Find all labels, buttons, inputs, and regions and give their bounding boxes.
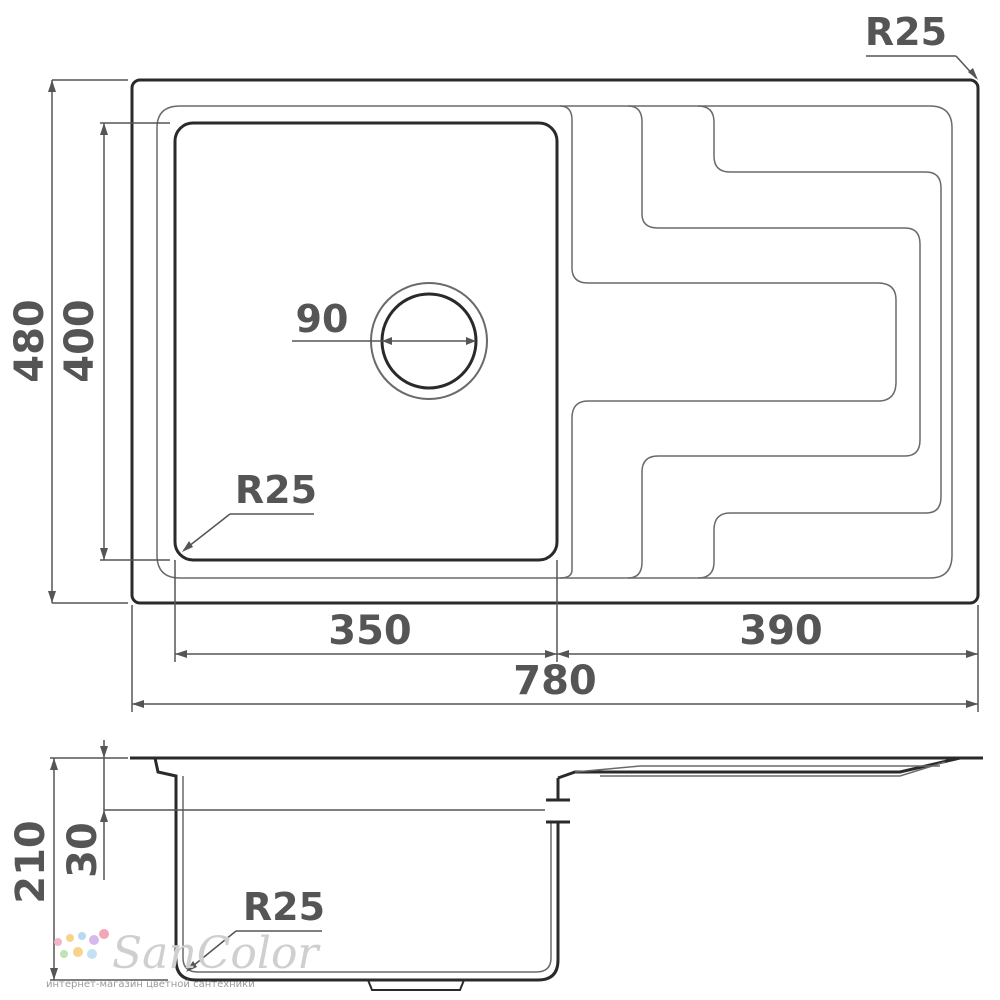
- side-bowl-inner-profile: [182, 776, 552, 973]
- dimension-390-label: 390: [739, 608, 823, 654]
- watermark-tagline: интернет-магазин цветной сантехники: [46, 979, 255, 990]
- sink-outer-outline: [130, 78, 980, 605]
- drain-arrow-right: [466, 337, 476, 345]
- dimension-350-390-extensions: [174, 560, 979, 662]
- outer-radius-label: R25: [865, 10, 947, 54]
- dimension-210-label: 210: [8, 820, 54, 904]
- dimension-400-label: 400: [57, 299, 103, 383]
- dimension-350-label: 350: [328, 608, 412, 654]
- dimension-30-arrow-top: [100, 746, 108, 758]
- dimension-400: [100, 122, 170, 561]
- drain-diameter-label: 90: [296, 297, 349, 341]
- dimension-30-arrow-bottom: [100, 810, 108, 822]
- side-radius-leader-diagonal: [187, 930, 237, 971]
- watermark-dots-icon: [54, 929, 109, 959]
- outer-radius-arrow: [968, 68, 978, 80]
- side-radius-label: R25: [243, 885, 325, 929]
- dimension-30-label: 30: [60, 822, 106, 878]
- drain-arrow-left: [382, 337, 392, 345]
- side-view: 210 30 R25: [8, 740, 983, 991]
- dimension-400-arrow-bottom: [100, 548, 108, 560]
- dimension-480-arrow-top: [48, 80, 56, 92]
- dimension-350-arrow-right: [545, 650, 557, 658]
- bowl-radius-leader-diagonal: [183, 513, 231, 551]
- dimension-350-arrow-left: [175, 650, 187, 658]
- side-radius-arrow: [186, 961, 197, 972]
- sink-inner-rim: [156, 105, 953, 579]
- side-drainboard-profile: [557, 756, 961, 780]
- bowl-radius-arrow: [182, 541, 193, 552]
- dimension-210-arrow-bottom: [50, 968, 58, 980]
- dimension-480-arrow-bottom: [48, 591, 56, 603]
- dimension-480-label: 480: [7, 299, 53, 383]
- dimension-400-arrow-top: [100, 123, 108, 135]
- dimension-390-arrow-right: [966, 650, 978, 658]
- dimension-210: [50, 757, 168, 981]
- dimension-30: [103, 740, 545, 880]
- dimension-780: [131, 605, 979, 712]
- dimension-780-arrow-left: [132, 700, 144, 708]
- side-bowl-profile: [153, 757, 560, 982]
- dimension-480: [51, 79, 128, 604]
- bowl-outline: [173, 121, 559, 562]
- top-view: 480 400 90 R25 R25 35: [7, 10, 980, 712]
- watermark-brand: SanColor: [112, 928, 321, 979]
- side-drain-bottom: [367, 979, 465, 991]
- dimension-780-arrow-right: [966, 700, 978, 708]
- drainboard-grooves: [559, 105, 942, 579]
- dimension-780-label: 780: [513, 658, 597, 704]
- bowl-radius-label: R25: [235, 468, 317, 512]
- dimension-210-arrow-top: [50, 758, 58, 770]
- dimension-390-arrow-left: [557, 650, 569, 658]
- sancolor-watermark: SanColor интернет-магазин цветной сантех…: [46, 928, 321, 990]
